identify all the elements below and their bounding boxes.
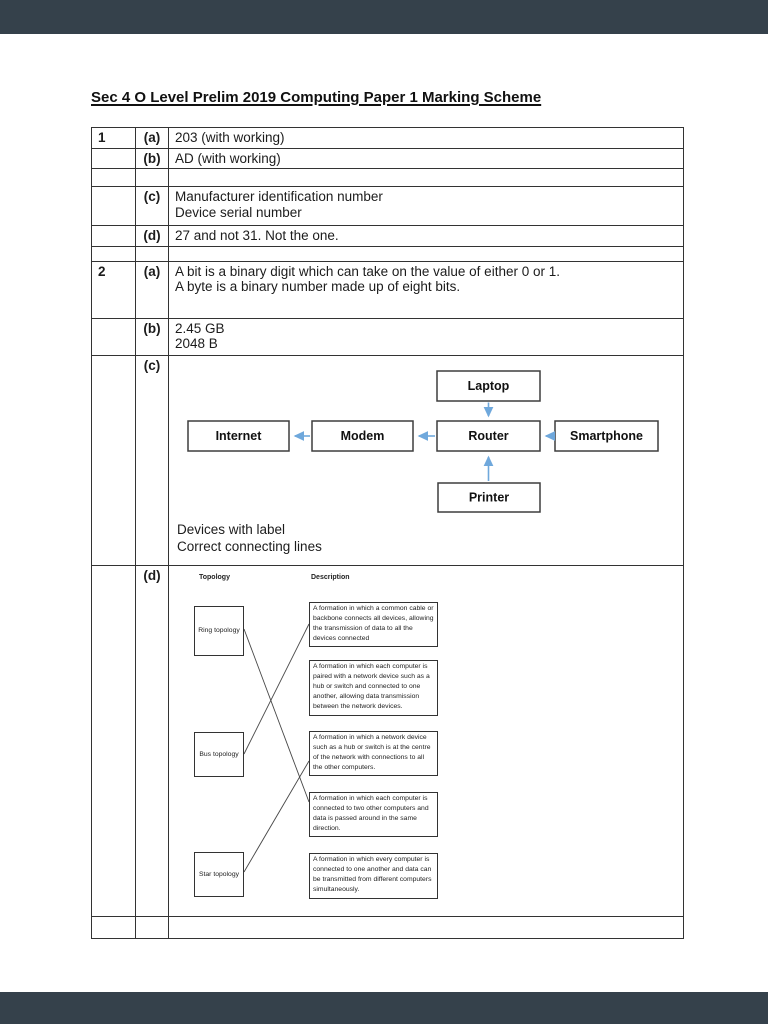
note-line: Devices with label (177, 521, 286, 537)
answer-line: 2.45 GB (175, 320, 225, 336)
question-letter: (d) (135, 564, 169, 917)
table-row-2d: (d) Topology Description Ring topol (91, 564, 684, 917)
empty-cell (135, 168, 169, 187)
empty-cell (168, 915, 684, 939)
description-box-1: A formation in which a common cable or b… (309, 601, 438, 647)
empty-cell (91, 245, 136, 262)
viewer-top-bar (0, 0, 768, 34)
question-number (91, 317, 136, 356)
description-column-header: Description (311, 573, 350, 581)
answer-cell: AD (with working) (168, 147, 684, 169)
line-star-to-desc3 (243, 760, 310, 872)
answer-cell: 203 (with working) (168, 127, 684, 149)
table-row-spacer (91, 245, 684, 262)
note-line: Correct connecting lines (177, 538, 322, 554)
question-letter: (a) (135, 127, 169, 149)
empty-cell (91, 168, 136, 187)
laptop-node: Laptop (436, 369, 541, 402)
question-letter: (c) (135, 186, 169, 226)
modem-label: Modem (341, 429, 385, 443)
modem-node: Modem (311, 419, 414, 452)
answer-line: Manufacturer identification number (175, 189, 383, 204)
table-row-spacer (91, 168, 684, 187)
line-ring-to-desc4 (243, 628, 310, 802)
answer-cell: A bit is a binary digit which can take o… (168, 260, 684, 319)
table-row-1a: 1 (a) 203 (with working) (91, 127, 684, 149)
question-number: 1 (91, 127, 136, 149)
smartphone-node: Smartphone (554, 419, 659, 452)
table-row-1c: (c) Manufacturer identification number D… (91, 186, 684, 226)
network-diagram: Laptop Internet Modem Router (187, 369, 659, 513)
question-number: 2 (91, 260, 136, 319)
marking-scheme-table: 1 (a) 203 (with working) (b) AD (with wo… (91, 127, 684, 939)
router-node: Router (436, 419, 541, 452)
marking-notes: Devices with label Correct connecting li… (177, 521, 322, 555)
laptop-label: Laptop (468, 379, 510, 393)
ring-topology-box: Ring topology (194, 605, 244, 656)
answer-cell: Manufacturer identification number Devic… (168, 186, 684, 226)
topology-matching-diagram: Topology Description Ring topology Bus t… (170, 566, 683, 915)
answer-cell: 2.45 GB 2048 B (168, 317, 684, 356)
question-letter: (b) (135, 147, 169, 169)
answer-cell: 27 and not 31. Not the one. (168, 225, 684, 247)
internet-label: Internet (216, 429, 263, 443)
question-number (91, 225, 136, 247)
question-letter: (d) (135, 225, 169, 247)
table-row-1d: (d) 27 and not 31. Not the one. (91, 225, 684, 247)
smartphone-label: Smartphone (570, 429, 643, 443)
question-number (91, 147, 136, 169)
topology-column-header: Topology (199, 573, 230, 581)
answer-line: 203 (with working) (175, 130, 285, 145)
table-row-2a: 2 (a) A bit is a binary digit which can … (91, 260, 684, 319)
question-letter: (a) (135, 260, 169, 319)
printer-label: Printer (469, 490, 509, 504)
line-bus-to-desc1 (243, 623, 310, 754)
question-letter: (c) (135, 354, 169, 566)
answer-line: AD (with working) (175, 150, 281, 166)
answer-line: A byte is a binary number made up of eig… (175, 279, 461, 294)
empty-cell (168, 245, 684, 262)
table-row-2c: (c) Laptop (91, 354, 684, 566)
answer-line: 2048 B (175, 336, 218, 351)
router-label: Router (468, 429, 508, 443)
match-line-group (243, 623, 310, 872)
page-title: Sec 4 O Level Prelim 2019 Computing Pape… (91, 89, 542, 106)
empty-cell (168, 168, 684, 187)
star-topology-box: Star topology (194, 851, 244, 897)
table-row-2b: (b) 2.45 GB 2048 B (91, 317, 684, 356)
empty-cell (135, 245, 169, 262)
connection-arrows (293, 402, 556, 481)
answer-line: 27 and not 31. Not the one. (175, 228, 339, 243)
answer-line: A bit is a binary digit which can take o… (175, 263, 560, 279)
answer-line: Device serial number (175, 204, 302, 220)
question-number (91, 354, 136, 566)
network-diagram-cell: Laptop Internet Modem Router (168, 354, 684, 566)
matching-diagram-cell: Topology Description Ring topology Bus t… (168, 564, 684, 917)
description-box-4: A formation in which each computer is co… (309, 791, 438, 837)
internet-node: Internet (187, 419, 290, 452)
description-box-2: A formation in which each computer is pa… (309, 659, 438, 716)
description-box-5: A formation in which every computer is c… (309, 852, 438, 899)
question-number (91, 564, 136, 917)
empty-cell (135, 915, 169, 939)
viewer-bottom-bar (0, 992, 768, 1024)
bus-topology-box: Bus topology (194, 731, 244, 777)
question-letter: (b) (135, 317, 169, 356)
table-row-spacer (91, 915, 684, 939)
table-row-1b: (b) AD (with working) (91, 147, 684, 169)
description-box-3: A formation in which a network device su… (309, 730, 438, 776)
printer-node: Printer (437, 481, 541, 513)
question-number (91, 186, 136, 226)
empty-cell (91, 915, 136, 939)
